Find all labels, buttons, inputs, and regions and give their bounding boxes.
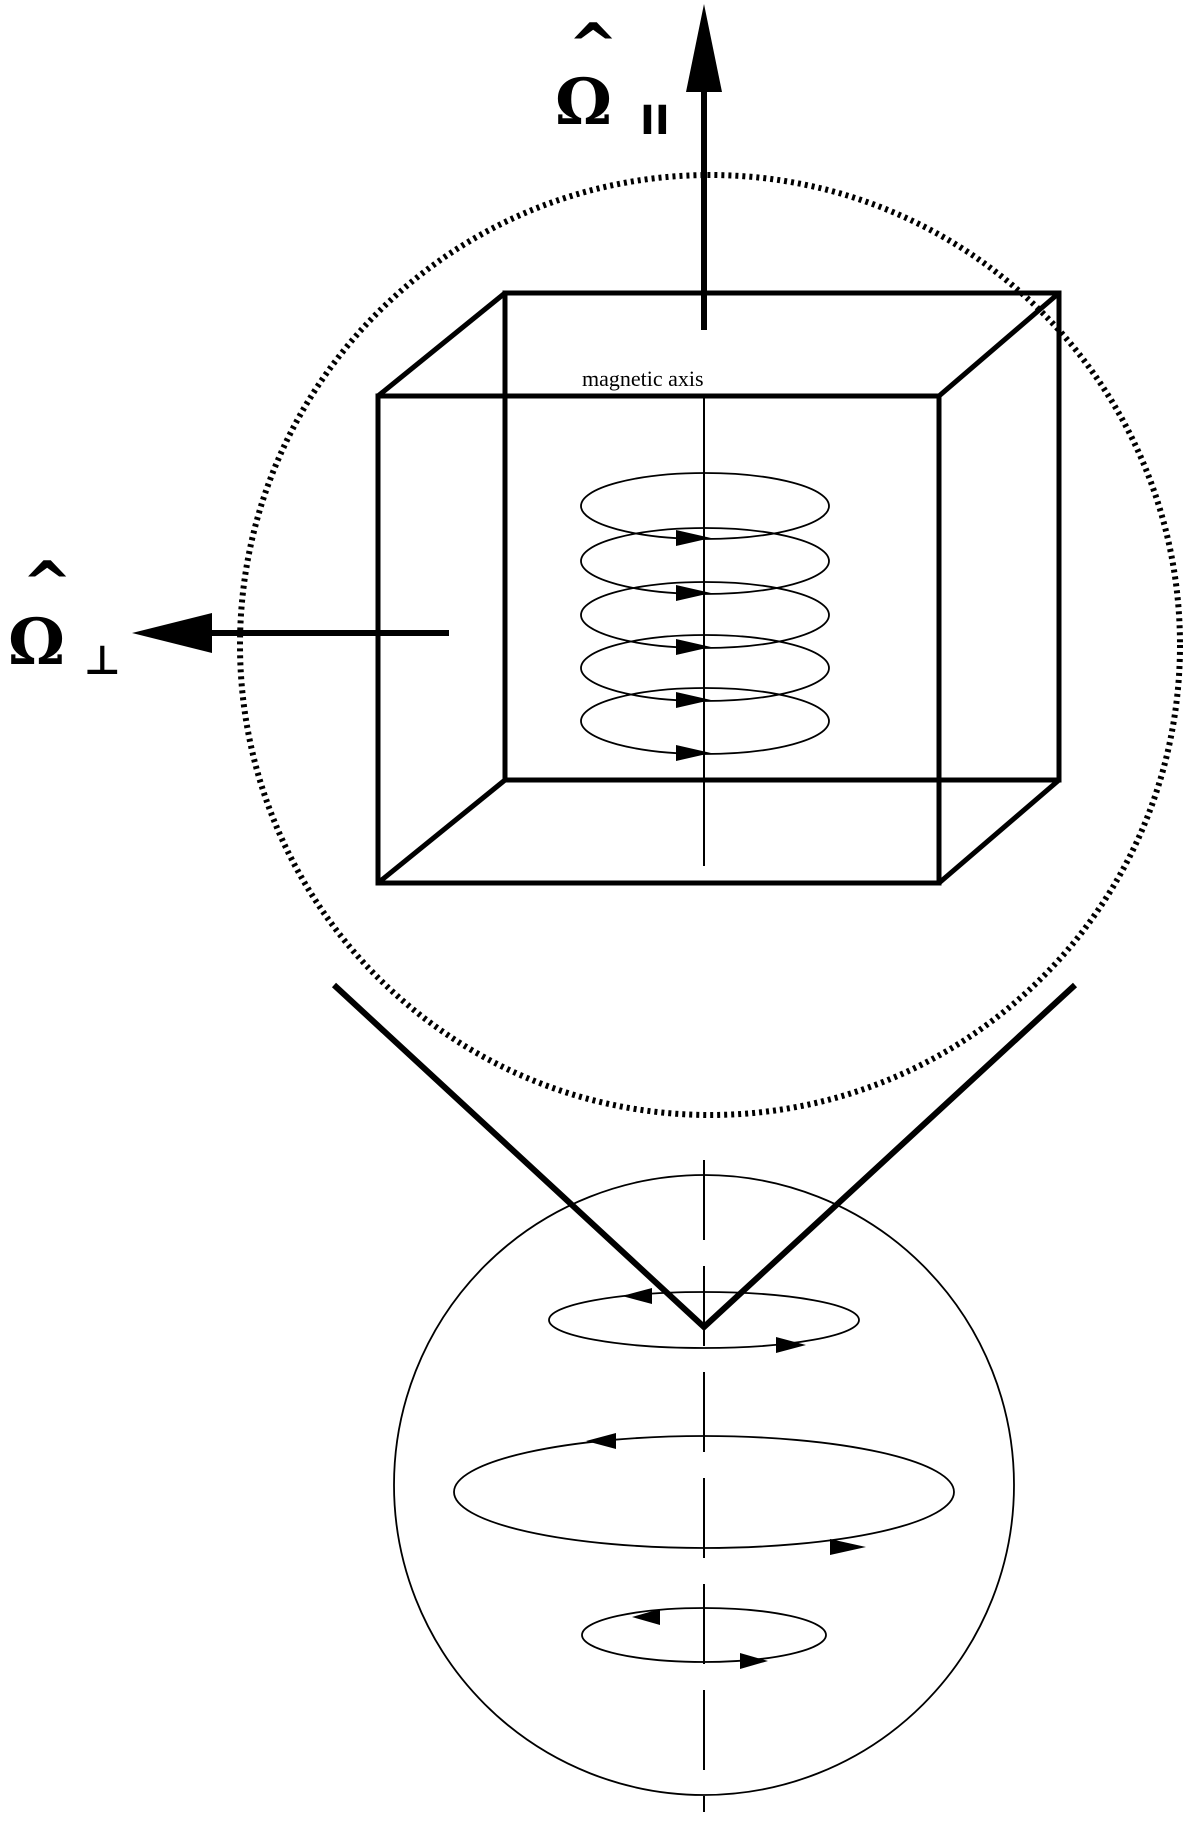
omega-parallel-arrowhead [686,4,722,92]
loop-arrow [586,1433,616,1449]
cube-edge [376,778,507,885]
omega-parallel-subscript: II [640,98,670,144]
omega-parallel-label: ^ Ω II [555,11,670,144]
cube-edge [376,291,507,398]
omega-perp-hat: ^ [22,549,72,619]
sphere-loop-arrows [586,1288,866,1669]
zoom-circle [237,172,1183,1118]
helix-arrow [676,585,711,601]
omega-perp-arrowhead [132,613,212,653]
helix-arrowheads [676,530,711,761]
cube-edge [937,291,1061,398]
loop-arrow [632,1609,660,1625]
sphere-loop-top [548,1291,860,1349]
loop-arrow [776,1337,806,1353]
cube [375,290,1062,886]
sphere-loop-bottom [581,1607,827,1663]
magnetic-axis-label: magnetic axis [582,366,704,391]
omega-perp-label: ^ Ω ⊥ [8,549,121,684]
helix-arrow [676,530,711,546]
omega-perp-subscript: ⊥ [84,638,121,684]
loop-arrow [740,1653,768,1669]
cube-edge [937,778,1061,885]
helix-arrow [676,745,711,761]
sphere-loop-middle [453,1435,955,1549]
cube-front-face [375,393,942,886]
helix-arrow [676,639,711,655]
cube-back-face [502,290,1062,783]
omega-perp-symbol: Ω [8,605,65,680]
loop-arrow [622,1288,652,1304]
sphere-field-loops [453,1291,955,1663]
omega-parallel-hat: ^ [568,11,618,81]
omega-parallel-symbol: Ω [555,65,612,140]
helix-arrow [676,692,711,708]
loop-arrow [830,1539,866,1555]
